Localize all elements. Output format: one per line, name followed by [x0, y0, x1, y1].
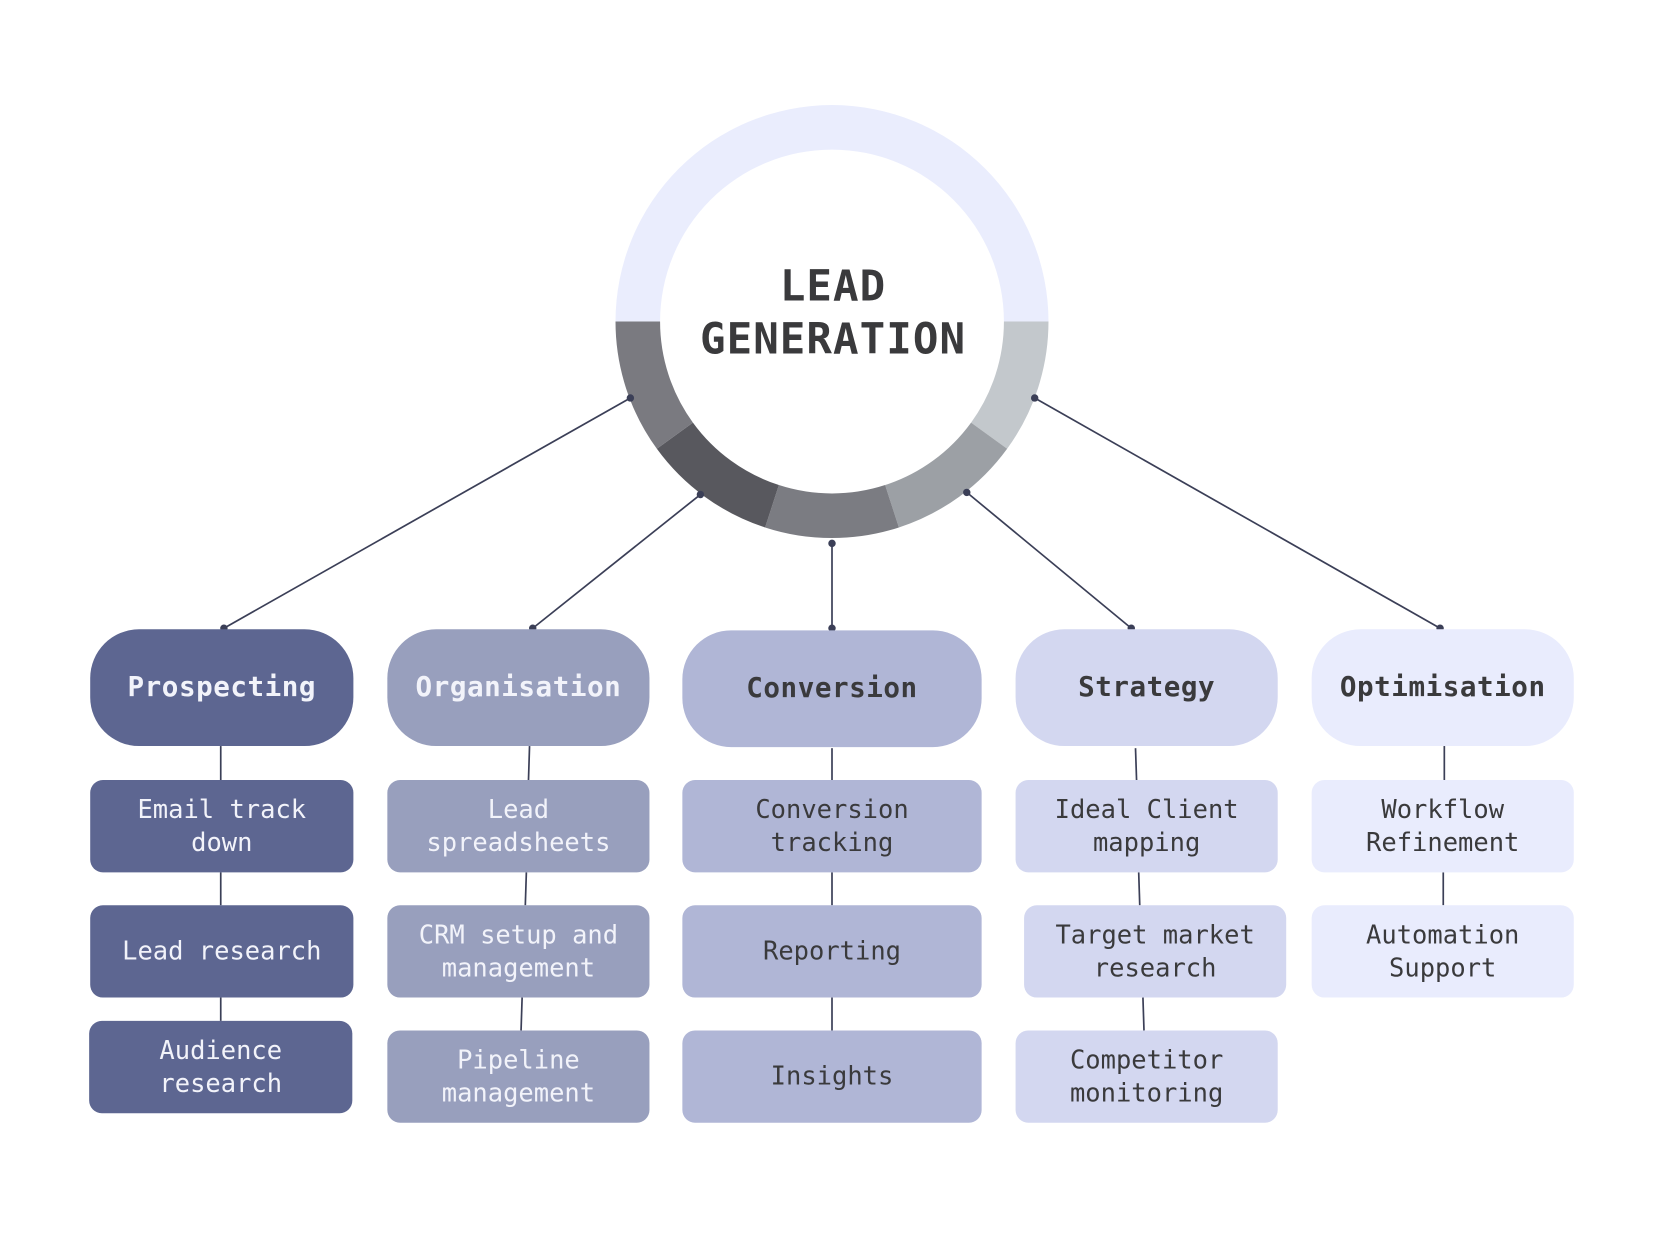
item-label: Lead spreadsheets [426, 794, 611, 857]
item-lead-research[interactable]: Lead research [90, 905, 354, 998]
category-label: Optimisation [1339, 671, 1546, 704]
item-reporting[interactable]: Reporting [682, 905, 982, 998]
ring-segment-2 [885, 422, 1008, 528]
item-conversion-tracking[interactable]: Conversion tracking [682, 779, 982, 873]
item-label: Target market research [1055, 919, 1255, 983]
item-label: Competitor monitoring [1069, 1044, 1224, 1108]
branch-end-dot-3 [828, 624, 836, 632]
category-label: Organisation [415, 671, 622, 704]
item-label: Email track down [137, 794, 307, 857]
column-connector-11 [1137, 872, 1141, 906]
item-audience-research[interactable]: Audience research [89, 1020, 353, 1114]
column-connector-4 [527, 746, 531, 781]
category-label: Prospecting [127, 671, 317, 704]
ring-segment-4 [656, 422, 779, 528]
item-label: Ideal Client mapping [1054, 794, 1239, 857]
item-label: Pipeline management [441, 1044, 596, 1108]
item-label: Automation Support [1366, 919, 1520, 983]
category-organisation[interactable]: Organisation [387, 629, 650, 747]
item-ideal-client-mapping[interactable]: Ideal Client mapping [1015, 779, 1278, 873]
branch-start-dot-1 [626, 394, 635, 402]
category-conversion[interactable]: Conversion [682, 630, 982, 748]
item-label: CRM setup and management [418, 919, 619, 983]
branch-connector-2 [532, 493, 701, 629]
connector-lines [219, 394, 1446, 1031]
column-connector-6 [520, 997, 523, 1031]
ring-segment-1 [971, 321, 1049, 449]
item-email-track-down[interactable]: Email track down [90, 779, 354, 873]
branch-start-dot-3 [828, 539, 836, 548]
item-label: Workflow Refinement [1366, 794, 1520, 857]
item-label: Audience research [159, 1035, 283, 1098]
item-label: Insights [770, 1061, 894, 1091]
branch-connector-1 [223, 397, 631, 629]
column-connector-5 [524, 872, 528, 906]
item-competitor-monitoring[interactable]: Competitor monitoring [1015, 1030, 1278, 1123]
item-label: Reporting [762, 935, 901, 966]
item-automation-support[interactable]: Automation Support [1311, 905, 1574, 998]
category-strategy[interactable]: Strategy [1015, 629, 1278, 747]
category-prospecting[interactable]: Prospecting [90, 629, 354, 747]
column-connector-10 [1134, 748, 1138, 781]
category-label: Conversion [746, 672, 918, 705]
category-optimisation[interactable]: Optimisation [1311, 629, 1574, 747]
item-target-market-research[interactable]: Target market research [1024, 905, 1287, 998]
item-label: Lead research [122, 935, 322, 966]
center-title-line-1: LEAD [779, 262, 887, 311]
center-ring [615, 105, 1049, 539]
ring-segment-3 [765, 485, 899, 539]
center-title: LEAD GENERATION [663, 260, 1003, 366]
item-crm-setup-and-management[interactable]: CRM setup and management [387, 905, 650, 998]
item-workflow-refinement[interactable]: Workflow Refinement [1311, 779, 1574, 873]
ring-segment-5 [615, 321, 693, 449]
branch-start-dot-4 [963, 488, 971, 497]
branch-start-dot-2 [696, 490, 705, 499]
branch-start-dot-5 [1030, 394, 1039, 402]
branch-connector-5 [1034, 397, 1441, 629]
ring-top-arc [615, 105, 1049, 322]
item-label: Conversion tracking [755, 794, 909, 857]
item-insights[interactable]: Insights [682, 1030, 982, 1123]
branch-connector-4 [966, 491, 1132, 629]
item-lead-spreadsheets[interactable]: Lead spreadsheets [387, 779, 650, 873]
column-connector-12 [1142, 997, 1145, 1031]
item-pipeline-management[interactable]: Pipeline management [387, 1030, 650, 1123]
category-label: Strategy [1078, 671, 1216, 704]
center-title-line-2: GENERATION [699, 315, 967, 364]
